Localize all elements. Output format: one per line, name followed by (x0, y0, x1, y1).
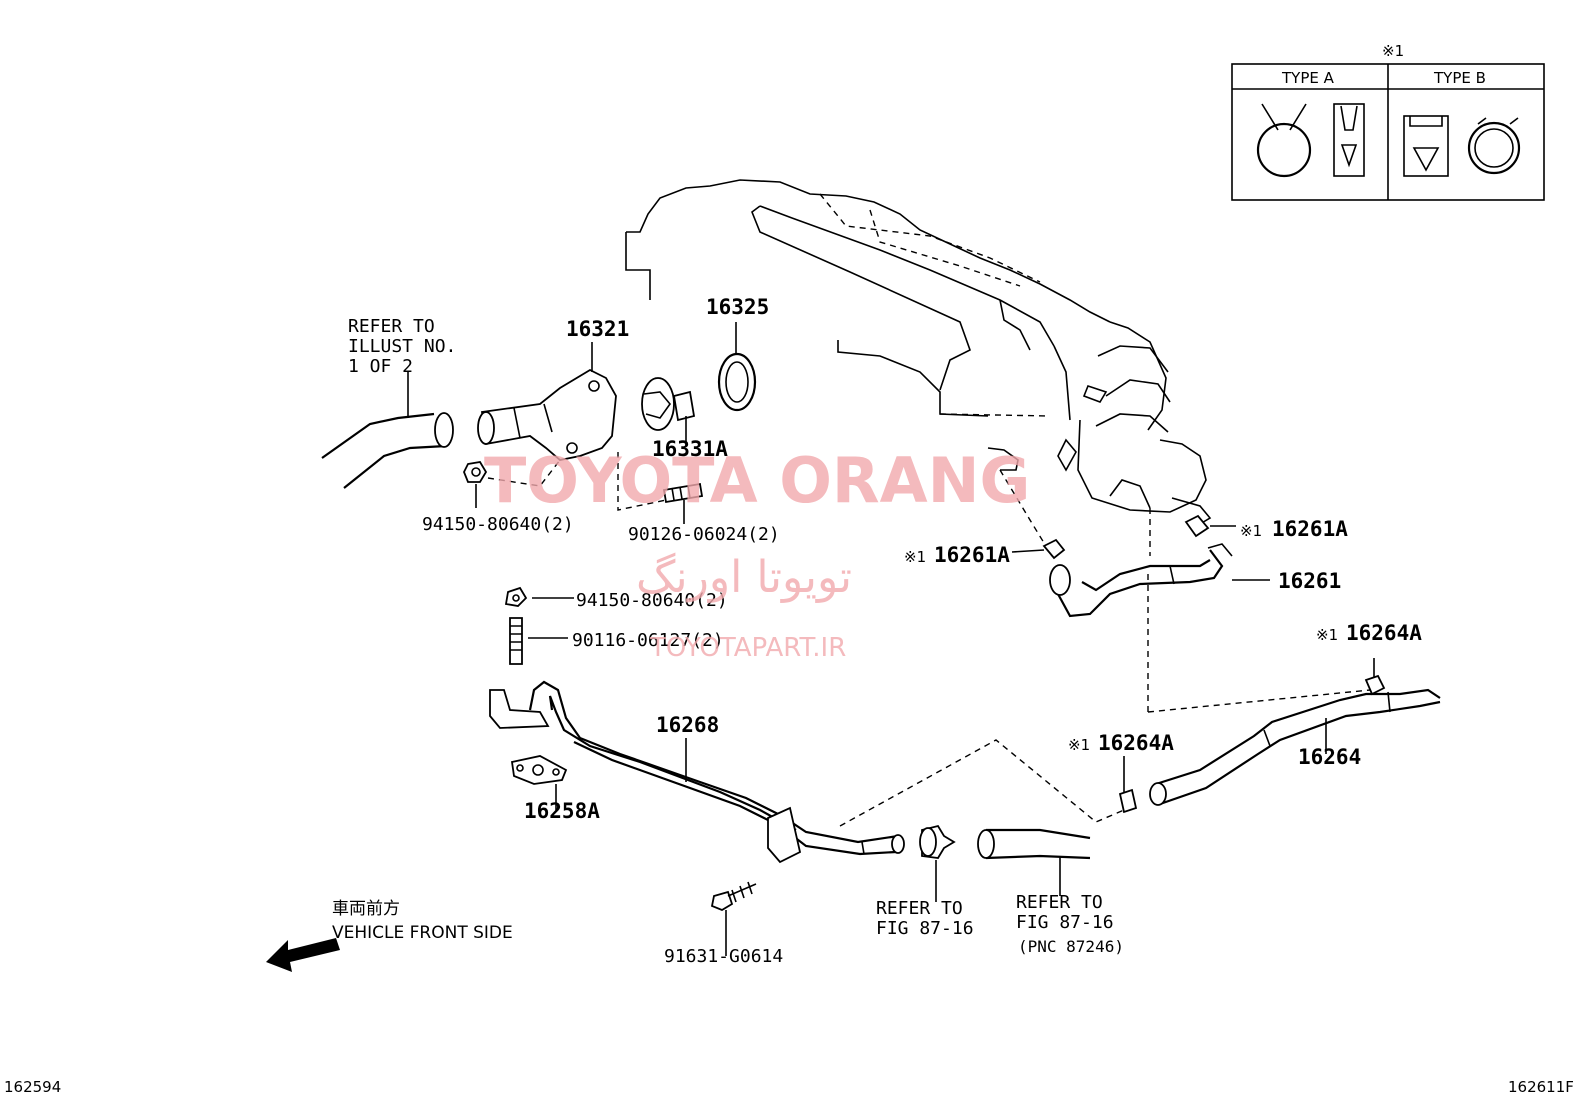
label-16264A-top: 16264A (1346, 621, 1422, 645)
watermark-line1: TOYOTA ORANG (484, 444, 1030, 517)
direction-label-en: VEHICLE FRONT SIDE (332, 923, 513, 943)
mark-16264A-mid: ※1 (1068, 736, 1090, 754)
hose-16261 (1049, 543, 1270, 618)
clamp-a-icon (1256, 103, 1365, 178)
direction-label-jp: 車両前方 (332, 899, 400, 919)
watermark-line2: تویوتا اورنگ (636, 552, 852, 603)
stud-90126 (617, 452, 704, 524)
bolt-91631 (710, 881, 757, 956)
hose-clamp-lower (919, 824, 956, 902)
watermark-line3: TOYOTAPART.IR (649, 633, 846, 663)
refer-illust-line3: 1 OF 2 (348, 356, 413, 377)
labels: REFER TO ILLUST NO. 1 OF 2 16321 16325 1… (332, 295, 1422, 967)
watermark: TOYOTA ORANG تویوتا اورنگ TOYOTAPART.IR (484, 444, 1030, 663)
upper-hose (321, 372, 454, 489)
label-16331A: 16331A (652, 437, 728, 461)
label-91631: 91631-G0614 (664, 946, 783, 967)
thermostat-16331A (641, 377, 696, 446)
label-16261A-left: 16261A (934, 543, 1010, 567)
label-16261A-right: 16261A (1272, 517, 1348, 541)
gasket-16325 (717, 322, 757, 412)
water-outlet-16321 (477, 342, 617, 461)
label-16321: 16321 (566, 317, 629, 341)
legend-mark: ※1 (1382, 42, 1404, 60)
figure-id-left: 162594 (4, 1078, 61, 1096)
label-16268: 16268 (656, 713, 719, 737)
label-94150-mid: 94150-80640(2) (576, 590, 728, 611)
label-94150-top: 94150-80640(2) (422, 514, 574, 535)
refer-fig2-line2: FIG 87-16 (1016, 912, 1114, 933)
mark-16264A-top: ※1 (1316, 626, 1338, 644)
label-90116: 90116-06127(2) (572, 630, 724, 651)
hose-lower (839, 739, 1125, 896)
clamp-16264A-mid (1118, 756, 1138, 814)
clamp-16261A-left (1011, 538, 1066, 560)
label-16261: 16261 (1278, 569, 1341, 593)
label-16258A: 16258A (524, 799, 600, 823)
refer-fig1-line2: FIG 87-16 (876, 918, 974, 939)
label-16325: 16325 (706, 295, 769, 319)
label-16264A-mid: 16264A (1098, 731, 1174, 755)
pipe-16268 (489, 680, 905, 864)
refer-fig2-line1: REFER TO (1016, 892, 1103, 913)
gasket-16258A (510, 755, 568, 810)
engine-outline (625, 179, 1212, 712)
nut-94150-mid (504, 586, 574, 607)
refer-illust-line2: ILLUST NO. (348, 336, 456, 357)
clamp-16261A-right (1184, 514, 1236, 538)
label-90126: 90126-06024(2) (628, 524, 780, 545)
refer-fig1-line1: REFER TO (876, 898, 963, 919)
refer-fig2-line3: (PNC 87246) (1018, 937, 1124, 956)
front-direction-arrow-icon (266, 938, 340, 972)
figure-id-right: 162611F (1508, 1078, 1574, 1096)
clamp-type-legend: ※1 TYPE A TYPE B (1231, 42, 1545, 201)
clamp-b-icon (1403, 115, 1521, 177)
nut-94150-top (463, 459, 561, 508)
hose-16264 (1147, 688, 1441, 806)
clamp-16264A-top (1364, 658, 1386, 696)
mark-16261A-right: ※1 (1240, 522, 1262, 540)
label-16264: 16264 (1298, 745, 1361, 769)
legend-type-b: TYPE B (1433, 69, 1486, 87)
legend-type-a: TYPE A (1281, 69, 1335, 87)
refer-illust-line1: REFER TO (348, 316, 435, 337)
stud-90116 (509, 617, 568, 665)
mark-16261A-left: ※1 (904, 548, 926, 566)
